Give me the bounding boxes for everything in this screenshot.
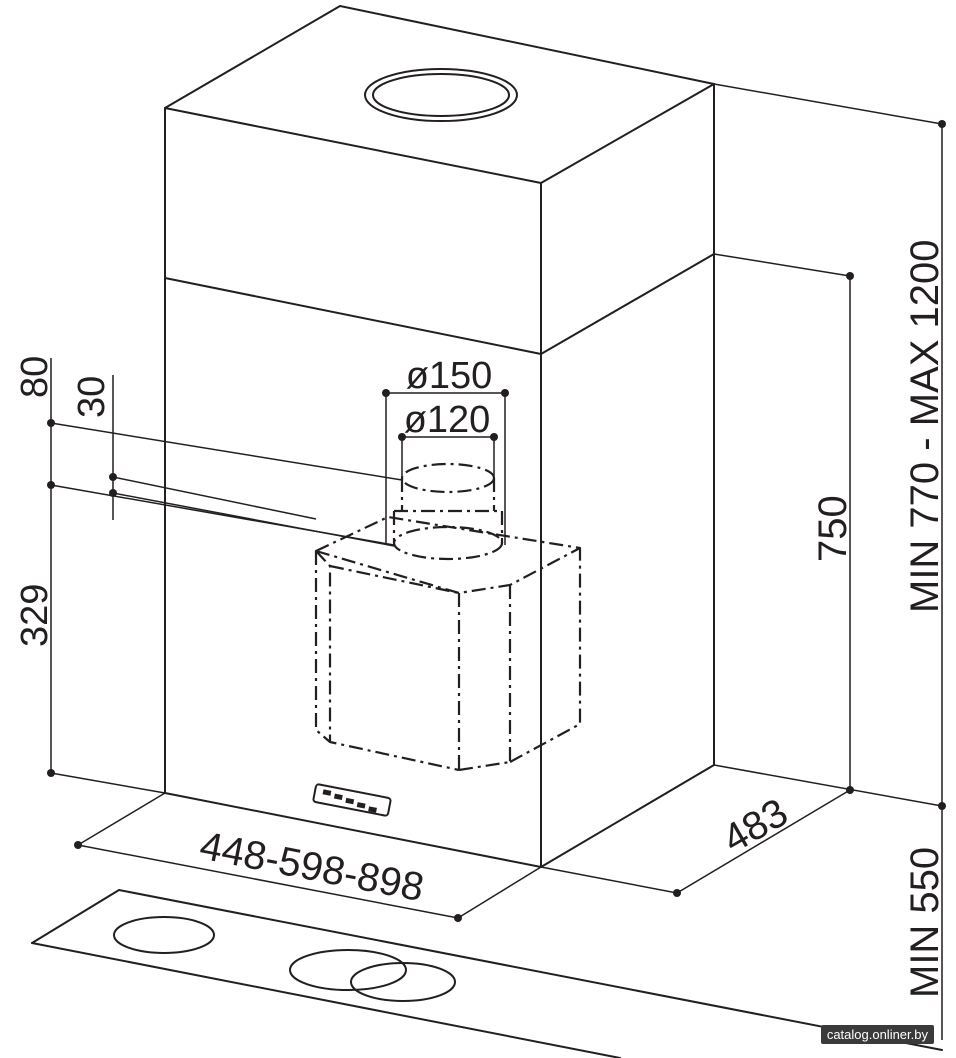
width-label: 448-598-898 — [196, 824, 427, 910]
total-height-label: MIN 770 - MAX 1200 — [903, 240, 947, 614]
hidden-motor-unit — [314, 515, 582, 772]
motor-height-label: 329 — [14, 584, 56, 647]
right-height-dimensions — [713, 83, 946, 1040]
offset-80-label: 80 — [14, 356, 56, 398]
watermark: catalog.onliner.by — [820, 1025, 934, 1044]
duct-outer-diameter-label: ø150 — [406, 355, 493, 397]
cooktop — [31, 889, 943, 1058]
exhaust-opening-icon — [364, 68, 518, 122]
body-height-label: 750 — [811, 495, 855, 562]
depth-dimension — [540, 789, 851, 897]
offset-30-label: 30 — [71, 376, 113, 418]
hood-lower-box — [164, 253, 715, 868]
left-height-dimensions — [47, 358, 403, 794]
hood-top-box — [164, 5, 715, 355]
burner-icon — [350, 962, 456, 1002]
burner-icon — [113, 916, 215, 954]
hidden-duct-collar — [392, 462, 504, 561]
clearance-label: MIN 550 — [903, 847, 947, 998]
depth-label: 483 — [716, 790, 796, 861]
control-panel-icon — [312, 783, 392, 817]
duct-inner-diameter-label: ø120 — [404, 399, 491, 441]
width-dimension — [74, 792, 542, 922]
burner-icon — [289, 949, 407, 991]
duct-diameter-dimension — [382, 389, 509, 545]
